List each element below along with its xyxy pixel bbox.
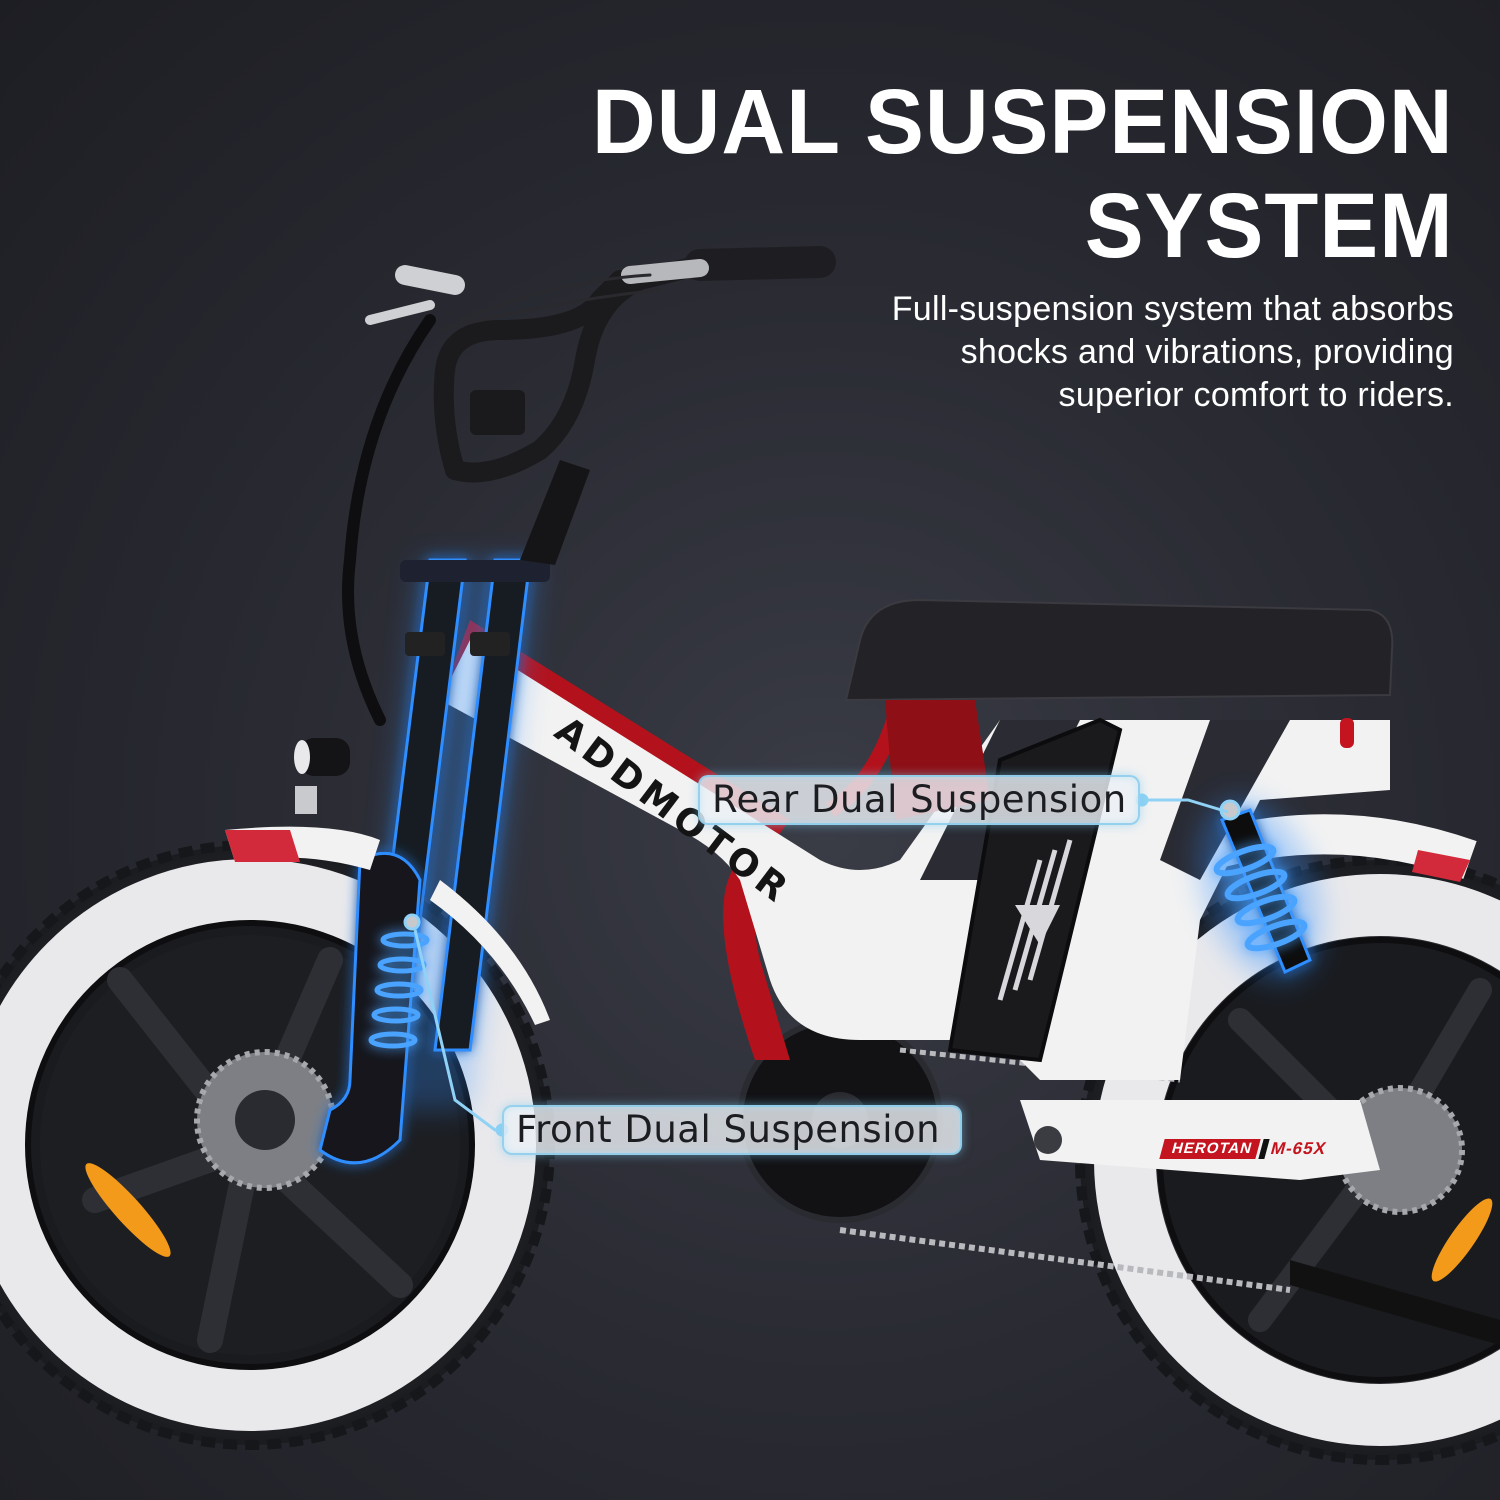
reflector <box>85 1163 171 1257</box>
headline-line-1: DUAL SUSPENSION <box>592 71 1454 173</box>
description-line-3: superior comfort to riders. <box>1058 376 1454 414</box>
description-line-2: shocks and vibrations, providing <box>960 333 1454 371</box>
headline-line-2: SYSTEM <box>1085 175 1454 277</box>
model-name: M-65X <box>1268 1139 1329 1158</box>
front-fender <box>225 826 550 1025</box>
headlight <box>294 738 350 814</box>
model-decal: HEROTAN M-65X <box>1159 1139 1329 1159</box>
front-suspension-callout: Front Dual Suspension <box>502 1105 962 1155</box>
rear-shock <box>1198 798 1322 982</box>
feature-description: Full-suspension system that absorbs shoc… <box>814 288 1454 417</box>
series-name: HEROTAN <box>1159 1139 1261 1159</box>
handlebar <box>342 246 836 726</box>
front-fork <box>318 460 590 1165</box>
headline: DUAL SUSPENSION SYSTEM <box>592 70 1454 278</box>
rear-suspension-callout: Rear Dual Suspension <box>698 775 1140 825</box>
description-line-1: Full-suspension system that absorbs <box>891 290 1454 328</box>
